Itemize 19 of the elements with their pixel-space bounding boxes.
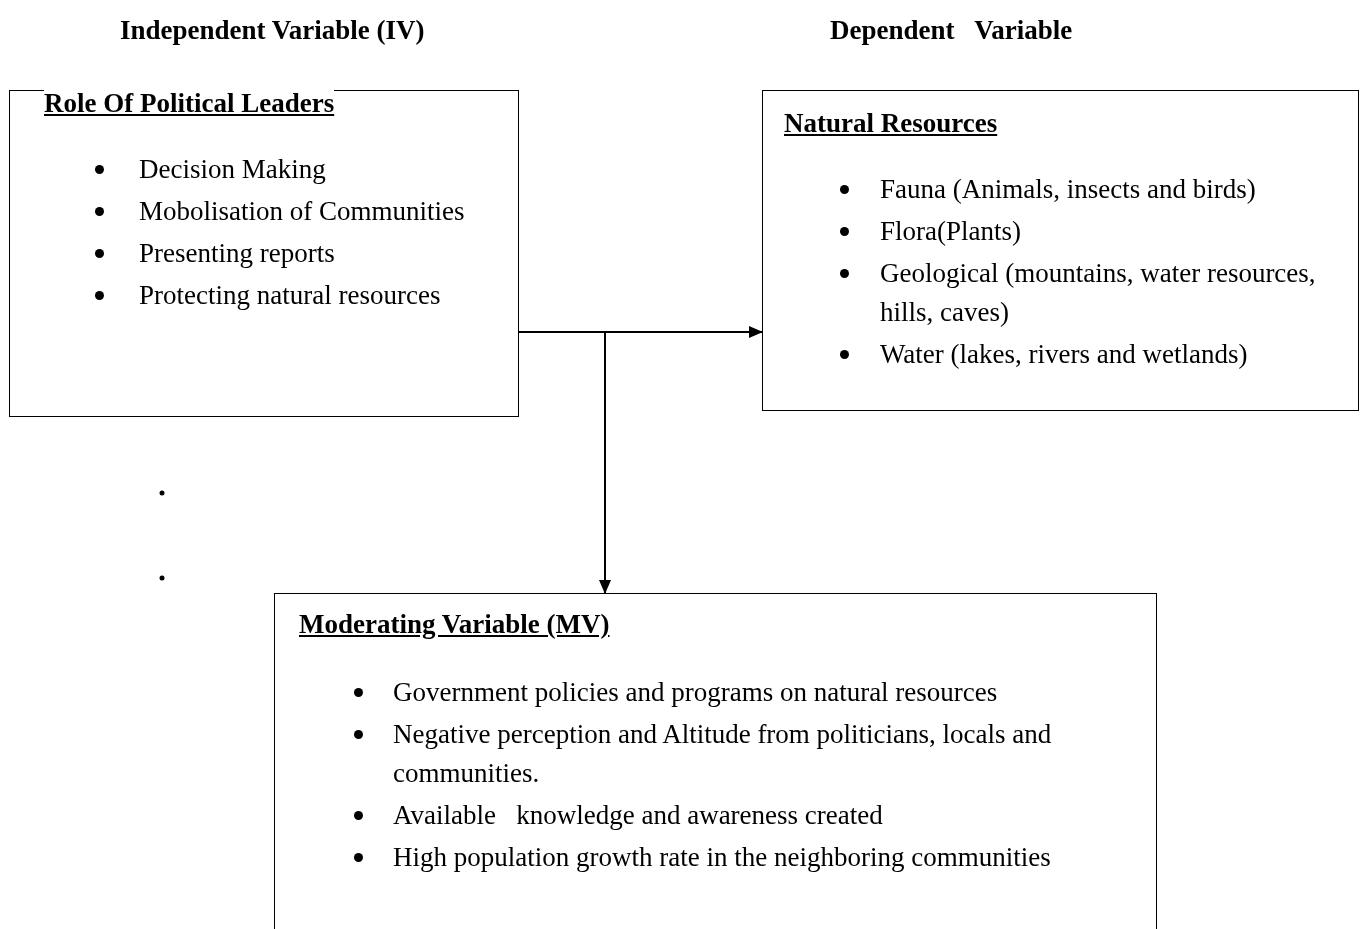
list-item: Government policies and programs on natural resources	[393, 677, 998, 707]
variable-box	[9, 90, 519, 417]
list-item: Flora(Plants)	[880, 216, 1021, 246]
column-heading: Independent Variable (IV)	[120, 14, 425, 46]
list-item: Decision Making	[139, 154, 326, 184]
list-item: Mobolisation of Communities	[139, 196, 465, 226]
arrow	[518, 331, 611, 594]
variable-box	[762, 90, 1359, 411]
list-item: High population growth rate in the neighboring communities	[393, 842, 1051, 872]
list-item: Protecting natural resources	[139, 280, 441, 310]
list-item: Presenting reports	[139, 238, 335, 268]
box-heading: Role Of Political Leaders	[44, 87, 335, 119]
variable-box	[274, 593, 1157, 929]
list-item: Available knowledge and awareness created	[393, 800, 883, 830]
list-item: Negative perception and Altitude from politicians, locals and communities.	[393, 719, 1053, 788]
list-item: Geological (mountains, water resources, hills, caves)	[880, 258, 1317, 327]
list-item: Water (lakes, rivers and wetlands)	[880, 339, 1248, 369]
column-heading: Dependent Variable	[830, 14, 1073, 46]
list-item: Fauna (Animals, insects and birds)	[880, 174, 1256, 204]
